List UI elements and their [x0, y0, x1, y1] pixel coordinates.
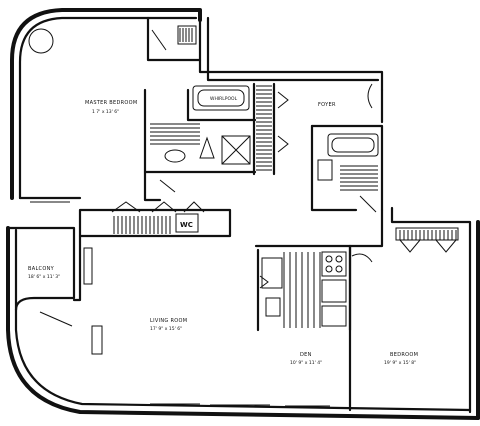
bedroom-label: BEDROOM	[390, 352, 418, 358]
hall-closets: WC	[78, 201, 232, 238]
refrigerator-icon	[321, 279, 347, 303]
den-label: DEN	[300, 352, 312, 358]
bedroom-dims: 19' 9" x 15' 8"	[384, 360, 416, 366]
living-room-dims: 17' 9" x 15' 6"	[150, 326, 182, 332]
tub-label: WHIRLPOOL	[210, 96, 238, 102]
vanity-counter-2	[340, 165, 378, 191]
living-room: LIVING ROOM 17' 9" x 15' 6"	[39, 311, 330, 407]
whirlpool-tub	[192, 85, 250, 111]
bedroom: BEDROOM 19' 9" x 15' 8"	[348, 208, 461, 412]
shower-stall	[221, 135, 251, 165]
second-bathroom	[310, 124, 384, 213]
round-column-icon	[28, 28, 54, 54]
den-dims: 10' 9" x 11' 4"	[290, 360, 322, 366]
kitchen	[254, 244, 352, 332]
toilet-icon	[199, 136, 215, 159]
foyer: FOYER	[318, 83, 373, 109]
vanity-counter	[150, 123, 200, 145]
master-bathroom: WHIRLPOOL	[143, 82, 289, 193]
balcony-dims: 18' 6" x 11' 3"	[28, 274, 60, 280]
exterior-walls	[6, 8, 480, 420]
bath-partition	[256, 85, 272, 171]
foyer-label: FOYER	[318, 102, 336, 108]
hall-shelving	[113, 216, 171, 234]
balcony: BALCONY 18' 6" x 11' 3"	[6, 226, 93, 312]
toilet-icon-2	[317, 159, 333, 181]
bedroom-closet	[399, 230, 457, 240]
kitchen-counter	[283, 252, 321, 328]
den: DEN 10' 9" x 11' 4"	[290, 352, 322, 366]
closet-shelving	[179, 28, 193, 42]
kitchen-sink-icon	[265, 297, 281, 317]
master-bedroom: MASTER BEDROOM 1 7' x 13' 6"	[18, 16, 202, 203]
sink-icon	[164, 149, 186, 163]
master-bedroom-label: MASTER BEDROOM	[85, 100, 137, 106]
stove-icon	[321, 251, 347, 277]
master-bedroom-dims: 1 7' x 13' 6"	[92, 109, 119, 115]
wc-label: WC	[180, 221, 193, 229]
bathtub	[327, 133, 379, 157]
balcony-label: BALCONY	[28, 266, 55, 272]
living-room-label: LIVING ROOM	[150, 318, 187, 324]
